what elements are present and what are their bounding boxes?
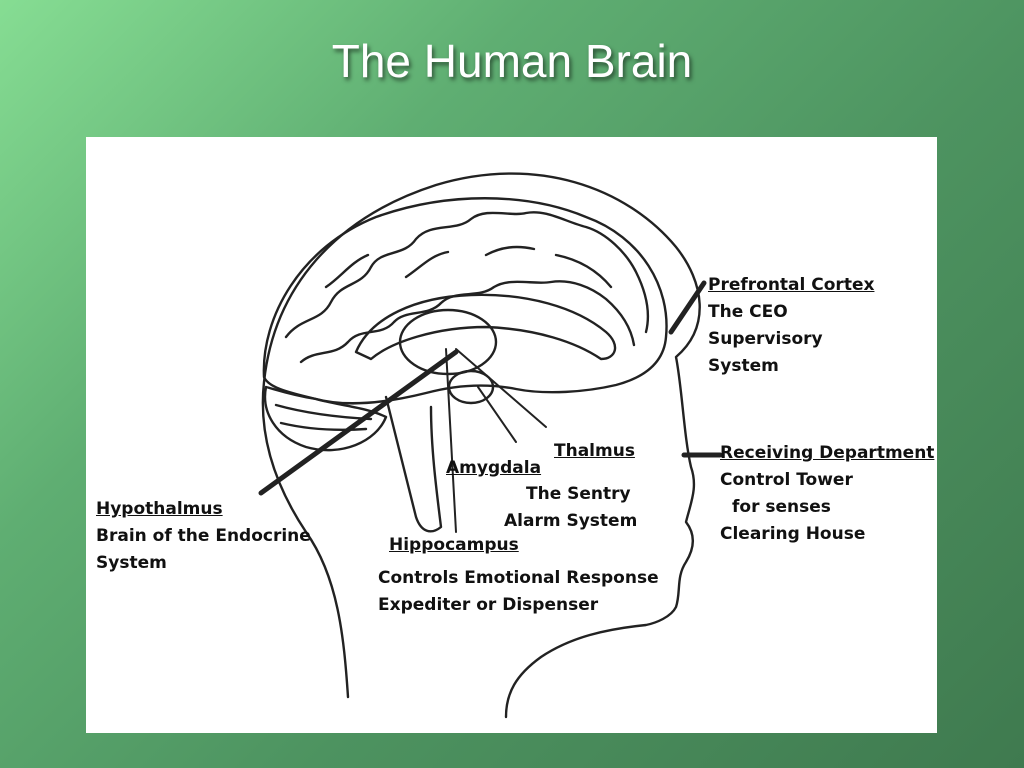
amygdala-line: Alarm System: [504, 511, 638, 531]
thalmus-label: Thalmus: [554, 438, 635, 465]
slide-title: The Human Brain: [331, 35, 693, 87]
thalamus-shape: [398, 308, 498, 376]
brain-stem: [384, 395, 443, 533]
hippocampus-description: Controls Emotional Response Expediter or…: [378, 565, 659, 619]
corpus-callosum: [354, 293, 617, 361]
hippocampus-label: Hippocampus: [389, 532, 519, 559]
amygdala-description: The Sentry Alarm System: [504, 481, 637, 535]
head-outline: [261, 172, 701, 719]
receiving-department-label: Receiving Department Control Tower for s…: [720, 440, 934, 548]
head-brain-illustration: [258, 172, 723, 719]
prefrontal-line: The CEO: [708, 302, 788, 322]
prefrontal-line: Supervisory: [708, 329, 823, 349]
hypothalmus-line: System: [96, 553, 167, 573]
amygdala-label: Amygdala: [446, 455, 541, 482]
prefrontal-cortex-label: Prefrontal Cortex The CEO Supervisory Sy…: [708, 272, 874, 380]
receiving-line: Clearing House: [720, 524, 866, 544]
prefrontal-line: System: [708, 356, 779, 376]
amygdala-heading: Amygdala: [446, 458, 542, 478]
pointer-lines: [445, 348, 547, 533]
receiving-line: Control Tower: [720, 470, 853, 490]
hypothalamus-pointer: [258, 349, 459, 496]
hippocampus-line: Controls Emotional Response: [378, 568, 659, 588]
hypothalmus-label: Hypothalmus Brain of the Endocrine Syste…: [96, 496, 311, 577]
receiving-heading: Receiving Department: [720, 443, 935, 463]
cerebellum: [263, 385, 388, 452]
brain-diagram: Prefrontal Cortex The CEO Supervisory Sy…: [86, 137, 937, 733]
thalmus-heading: Thalmus: [554, 441, 635, 461]
receiving-line: for senses: [732, 497, 831, 517]
hippocampus-line: Expediter or Dispenser: [378, 595, 599, 615]
amygdala-line: The Sentry: [526, 484, 631, 504]
prefrontal-heading: Prefrontal Cortex: [708, 275, 875, 295]
prefrontal-pointer: [668, 280, 707, 335]
brain-outline: [262, 197, 668, 405]
hypothalmus-line: Brain of the Endocrine: [96, 526, 311, 546]
hypothalmus-heading: Hypothalmus: [96, 499, 223, 519]
hippocampus-heading: Hippocampus: [389, 535, 519, 555]
